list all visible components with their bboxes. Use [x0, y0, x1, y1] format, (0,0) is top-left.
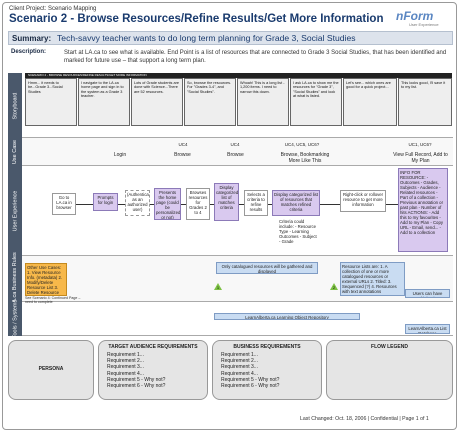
other-use-cases: Other Use Cases: 1. View Resource Info. …	[25, 263, 67, 296]
task-browse-1: Browse	[174, 152, 191, 158]
target-req-3: Requirement 3...	[107, 364, 144, 371]
business-req-5: Requirement 5 - Why not?	[221, 376, 280, 383]
usecase-uc4-a: UC4	[178, 142, 188, 147]
target-requirements-list: Requirement 1... Requirement 2... Requir…	[107, 352, 207, 389]
storyboard-panel-6: I ask LA.ca to show me the resources for…	[290, 78, 342, 126]
target-req-5: Requirement 5 - Why not?	[107, 376, 166, 383]
ux-criteria-note: Criteria could include: - Resource Type …	[279, 219, 317, 244]
target-requirements-title: TARGET AUDIENCE REQUIREMENTS	[108, 344, 198, 350]
usecase-uc4-uc5-uc6: UC4, UC5, UC6?	[284, 142, 320, 147]
ux-info-for-resource: INFO FOR RESOURCE: - Outcomes - Grades, …	[398, 168, 448, 252]
storyboard-title-bar: SCENARIO 2 - BROWSE RESOURCES/REFINE RES…	[25, 73, 452, 78]
target-req-4: Requirement 4...	[107, 370, 144, 377]
business-lane-label: LA.ca Business Rules	[8, 252, 22, 306]
storyboard-panel-1: Hmm... it needs to be...Grade 3...Social…	[25, 78, 77, 126]
business-req-3: Requirement 3...	[221, 364, 258, 371]
business-requirements-list: Requirement 1... Requirement 2... Requir…	[221, 352, 321, 389]
ux-step-go-to-laca: Go to LA.ca in browser	[52, 193, 76, 215]
storyboard-panel-4: So, browse the resources. For "Grades 3-…	[184, 78, 236, 126]
business-req-2: Requirement 2...	[221, 358, 258, 365]
storyboard-panel-2: I navigate to the LA.ca home page and si…	[78, 78, 130, 126]
ux-step-home-page: Presents the home page (could be persona…	[154, 188, 181, 220]
task-bookmarking: Browse, Bookmarking More Like This	[280, 152, 330, 164]
usecase-lane	[8, 138, 453, 166]
target-req-1: Requirement 1...	[107, 352, 144, 358]
description-label: Description:	[11, 49, 47, 55]
footer-info: Last Changed: Oct. 18, 2006 | Confidenti…	[300, 416, 429, 422]
storyboard-panel-3: Lots of Grade students are done with Sci…	[131, 78, 183, 126]
target-requirements-panel: TARGET AUDIENCE REQUIREMENTS Requirement…	[98, 340, 208, 400]
business-requirements-title: BUSINESS REQUIREMENTS	[233, 344, 301, 350]
flow-arrow	[181, 204, 186, 205]
business-req-6: Requirement 6 - Why not?	[221, 383, 280, 390]
summary-bar: Summary: Tech-savvy teacher wants to do …	[8, 31, 453, 45]
business-rule-catalogued: Only catalogued resources will be gather…	[216, 262, 318, 274]
flow-legend-title: FLOW LEGEND	[371, 344, 408, 350]
target-req-2: Requirement 2...	[107, 358, 144, 365]
storyboard-panel-5: Whoah! This is a long list - 1,200 items…	[237, 78, 289, 126]
summary-label: Summary:	[12, 34, 52, 43]
persona-title: PERSONA	[38, 366, 64, 372]
storyboard-panel-7: Let's see... which ones are good for a q…	[343, 78, 397, 126]
description-text: Start at LA.ca to see what is available.…	[64, 50, 447, 64]
business-req-4: Requirement 4...	[221, 370, 258, 377]
usecase-uc1-uc6: UC1, UC6?	[408, 142, 432, 147]
ux-step-select-criteria: Selects a criteria to refine results	[244, 190, 268, 216]
logo-subtitle: User Experience	[409, 22, 439, 27]
learning-object-repository: LearnAlberta.ca Learning Object Reposito…	[214, 313, 360, 320]
ux-step-display-refined: Display categorized list of resources th…	[272, 190, 320, 216]
flow-arrow	[210, 204, 214, 205]
usecase-lane-label: Use Case	[8, 138, 22, 166]
tools-lane-label: Tools / Systems	[8, 300, 22, 338]
storyboard-panel-8: This looks good, I'll save it to my list…	[398, 78, 452, 126]
nform-logo: nForm	[396, 9, 434, 23]
description-block: Description: Start at LA.ca to see what …	[8, 47, 453, 71]
business-requirements-panel: BUSINESS REQUIREMENTS Requirement 1... R…	[212, 340, 322, 400]
task-view-full-record: View Full Record, Add to My Plan	[393, 152, 448, 164]
business-req-1: Requirement 1...	[221, 352, 258, 358]
persona-panel: PERSONA	[8, 340, 94, 400]
flow-arrow	[239, 204, 244, 205]
business-rule-resource-lists: Resource Lists are: 1. A collection of o…	[340, 262, 405, 296]
scenario-title: Scenario 2 - Browse Resources/Refine Res…	[9, 13, 384, 25]
summary-text: Tech-savvy teacher wants to do long term…	[57, 33, 356, 43]
flow-arrow	[320, 204, 340, 205]
ux-step-prompt-login: Prompts for login	[93, 193, 118, 211]
task-login: Login	[113, 152, 127, 158]
ux-step-right-click: Right-click or rollover resource to get …	[340, 190, 386, 212]
ux-step-browse-resources: Browses resources for Grades 2 to 4	[186, 188, 210, 220]
flow-arrow	[386, 204, 398, 205]
usecase-uc4-b: UC4	[230, 142, 240, 147]
flow-arrow	[76, 204, 93, 205]
client-project: Client Project: Scenario Mapping	[9, 6, 97, 12]
ux-step-display-list: Display categorized list of matches crit…	[214, 183, 239, 221]
rule-marker-2: 2	[330, 283, 338, 290]
task-browse-2: Browse	[227, 152, 244, 158]
list-database: LearnAlberta.ca List Database	[405, 324, 450, 334]
target-req-6: Requirement 6 - Why not?	[107, 383, 166, 390]
flow-arrow	[150, 204, 154, 205]
flow-legend-panel: FLOW LEGEND	[326, 340, 453, 400]
flow-arrow	[268, 204, 272, 205]
rule-marker-1: 1	[214, 283, 222, 290]
flow-arrow	[118, 204, 125, 205]
ux-step-authenticate: (Authenticate as an authorized user)	[125, 190, 150, 216]
scenario-continued-note: See Scenario 4: Continued Page – need to…	[25, 296, 81, 304]
ux-lane-label: User Experience	[8, 166, 22, 256]
business-rule-multiple-lists: Users can have multiple Lists	[405, 289, 450, 298]
storyboard-lane-label: Storyboard	[8, 73, 22, 138]
